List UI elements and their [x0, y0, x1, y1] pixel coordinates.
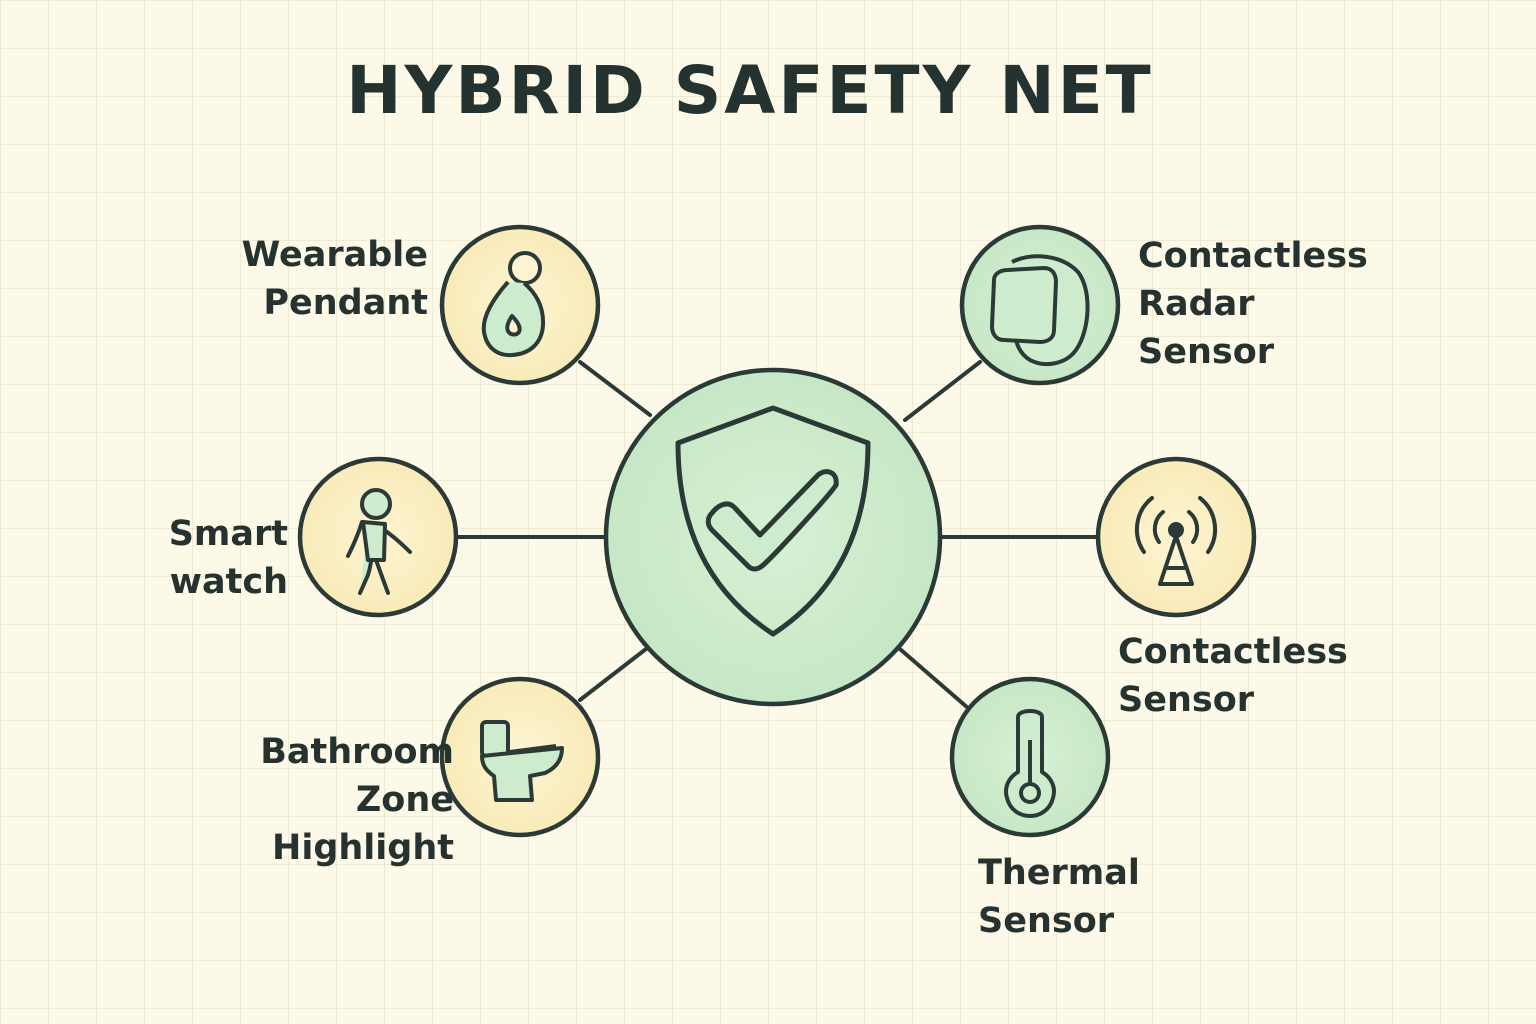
diagram-title: HYBRID SAFETY NET: [346, 52, 1154, 129]
label-thermal-sensor: Thermal Sensor: [978, 853, 1140, 941]
walking-person-icon: [346, 488, 412, 595]
label-contactless-radar-sensor: Contactless Radar Sensor: [1138, 236, 1368, 372]
label-bathroom-zone-highlight: Bathroom Zone Highlight: [260, 732, 454, 868]
connector-thermal-sensor: [891, 641, 970, 710]
node-contactless-radar-sensor: [959, 224, 1121, 386]
connector-wearable-pendant: [578, 360, 652, 417]
antenna-icon: [1134, 496, 1218, 586]
node-smart-watch: [297, 456, 459, 618]
thermometer-icon: [1004, 709, 1056, 818]
node-thermal-sensor: [949, 676, 1111, 838]
node-bathroom-zone-highlight: [439, 676, 601, 838]
connectors: [454, 360, 1100, 710]
label-wearable-pendant: Wearable Pendant: [241, 235, 428, 323]
label-contactless-sensor: Contactless Sensor: [1118, 632, 1348, 720]
node-wearable-pendant: [439, 224, 601, 386]
connector-bathroom: [578, 640, 657, 702]
pendant-icon: [481, 251, 546, 358]
toilet-icon: [480, 720, 564, 802]
central-hub: [603, 367, 943, 707]
connector-radar-sensor: [903, 360, 982, 422]
label-smart-watch: Smart watch: [168, 514, 288, 602]
wristband-icon: [990, 254, 1090, 367]
node-contactless-sensor: [1095, 456, 1257, 618]
shield-check-icon: [675, 405, 871, 637]
